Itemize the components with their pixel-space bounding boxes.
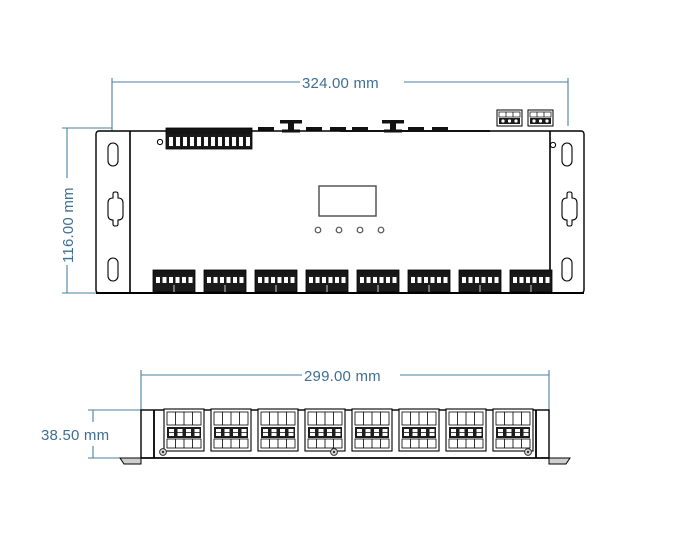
dimension-label-width-bottom: 299.00 mm [304, 368, 381, 385]
mounting-foot-right [548, 457, 571, 465]
terminal-block [356, 269, 400, 293]
terminal-block [492, 408, 534, 452]
bracket-slot-top-right [561, 142, 573, 167]
dimension-width-top: 324.00 mm [111, 75, 569, 131]
top-tab-5 [408, 127, 424, 131]
button-row[interactable] [314, 226, 385, 234]
dimension-height-bottom: 38.50 mm [41, 409, 141, 459]
button-2[interactable] [335, 226, 343, 234]
right-mounting-bracket [561, 142, 578, 282]
screw-center-center [332, 450, 336, 454]
screw-top-left [156, 138, 164, 146]
terminal-block [305, 269, 349, 293]
top-mushroom-1 [280, 120, 302, 133]
dimension-label-height-bottom: 38.50 mm [41, 427, 109, 444]
top-edge-hardware [165, 109, 554, 150]
terminal-block [210, 408, 252, 452]
terminal-block [152, 269, 196, 293]
dimension-width-bottom: 299.00 mm [140, 368, 550, 412]
dimension-label-width-top: 324.00 mm [302, 75, 379, 92]
terminal-block [203, 269, 247, 293]
button-1[interactable] [314, 226, 322, 234]
side-view [119, 408, 571, 465]
top-tab-6 [432, 127, 448, 131]
top-connector-1 [496, 109, 523, 127]
terminal-block [509, 269, 553, 293]
terminal-block [398, 408, 440, 452]
terminal-block [257, 408, 299, 452]
terminal-block [407, 269, 451, 293]
top-rail [340, 130, 490, 132]
button-4[interactable] [377, 226, 385, 234]
bracket-slot-bottom-right [561, 257, 573, 282]
dimension-label-height-left: 116.00 mm [60, 187, 77, 263]
terminal-block [458, 269, 502, 293]
top-tab-3 [330, 127, 346, 131]
top-terminal-strip [165, 127, 253, 150]
bracket-keyhole-right [561, 191, 578, 227]
bracket-slot-bottom-left [107, 257, 119, 282]
bracket-keyhole-left [107, 191, 124, 227]
screw-top-right [549, 141, 557, 149]
screw-left-center [161, 450, 165, 454]
terminal-block [304, 408, 346, 452]
side-screws [159, 448, 532, 456]
left-mounting-bracket [107, 142, 124, 282]
dimension-height-left: 116.00 mm [60, 127, 112, 294]
terminal-block [445, 408, 487, 452]
top-tab-2 [306, 127, 322, 131]
top-tab-1 [258, 127, 274, 131]
terminal-block [351, 408, 393, 452]
terminal-block [254, 269, 298, 293]
display-panel [318, 185, 377, 217]
terminal-block [163, 408, 205, 452]
bracket-slot-top-left [107, 142, 119, 167]
mounting-foot-left [119, 457, 142, 465]
screw-right-center [526, 450, 530, 454]
front-view [95, 109, 585, 294]
button-3[interactable] [356, 226, 364, 234]
top-connector-2 [527, 109, 554, 127]
top-tab-4 [352, 127, 368, 131]
